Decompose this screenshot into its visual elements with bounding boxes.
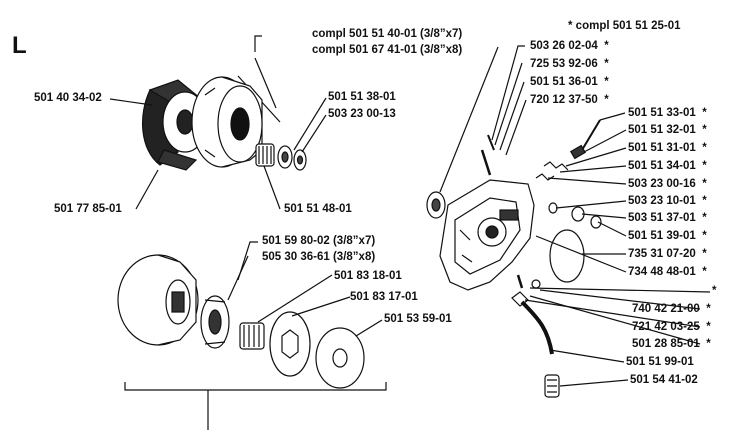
part-label-ring-a: 503 23 00-16 * [628,178,707,190]
o-ring [549,229,585,283]
part-label-drum-a: 501 59 80-02 (3/8”x7) [262,235,376,247]
part-label-filter: 501 54 41-02 [630,374,698,386]
screw [480,149,492,176]
part-label-bearing: 501 51 38-01 [328,91,396,103]
oil-pump-housing [439,179,535,291]
part-label-plunger: 501 51 39-01 * [628,230,707,242]
part-label-drum-b: 505 30 36-61 (3/8”x8) [262,251,376,263]
rim-sprocket [200,295,230,349]
part-label-adj-screw: 501 51 33-01 * [628,107,707,119]
spur-sprocket [269,311,311,377]
part-label-needle-bearing: 501 51 48-01 [284,203,352,215]
part-label-spring-b: 501 51 34-01 * [628,160,707,172]
part-label-starred-kit: * compl 501 51 25-01 [568,20,681,32]
part-label-clutch-set-b: compl 501 67 41-01 (3/8”x8) [312,44,463,56]
leader-line [254,57,277,109]
oil-hose [520,300,554,355]
part-label-nut: 721 42 03-25 * [632,321,711,333]
part-label-oil-seal: 503 26 02-04 * [530,40,609,52]
part-label-screw-c: 720 12 37-50 * [530,94,609,106]
part-label-rim-sprocket: 501 83 18-01 [334,270,402,282]
part-label-washer-small: 503 23 00-13 [328,108,396,120]
bracket-line-top [254,35,262,52]
part-label-seal-ring: 734 48 48-01 * [628,266,707,278]
part-label-large-washer: 501 53 59-01 [384,313,452,325]
part-label-spur-sprocket: 501 83 17-01 [350,291,418,303]
part-label-screw-a: 725 53 92-06 * [530,58,609,70]
part-label-screw-b: 501 51 36-01 * [530,76,609,88]
part-label-clutch-spring: 501 77 85-01 [54,203,122,215]
part-label-clutch-set-a: compl 501 51 40-01 (3/8”x7) [312,28,463,40]
large-washer [315,327,365,389]
needle-bearing [255,143,275,167]
part-label-screw-d: 740 42 21-00 * [632,303,711,315]
part-label-ring-b: 503 23 10-01 * [628,195,707,207]
part-label-spring-a: 501 51 31-01 * [628,142,707,154]
section-letter: L [12,32,27,59]
part-label-piston: 503 51 37-01 * [628,212,707,224]
part-label-star-only: * [712,285,717,297]
spring [543,161,569,171]
part-label-adj-needle: 501 51 32-01 * [628,124,707,136]
clutch-drum [191,76,263,168]
part-label-o-ring: 735 31 07-20 * [628,248,707,260]
part-label-oil-hose: 501 28 85-01 * [632,338,711,350]
part-label-clutch-assembly: 501 40 34-02 [34,92,102,104]
lower-drum [117,254,199,346]
needle-cage [239,322,265,350]
adjusting-needle [581,119,601,151]
part-label-hose: 501 51 99-01 [626,356,694,368]
